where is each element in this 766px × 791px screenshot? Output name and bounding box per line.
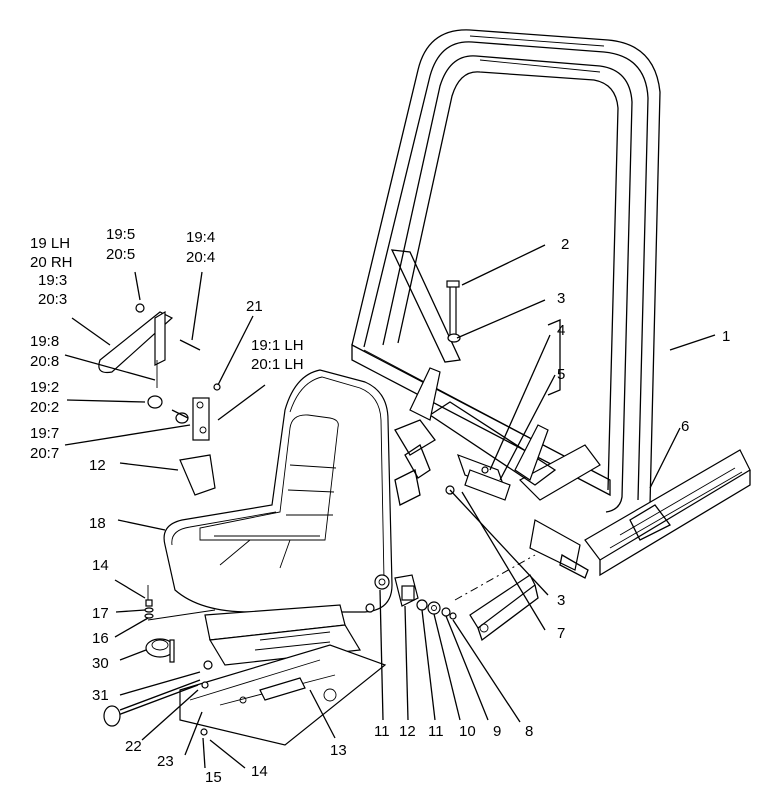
- callout-15: 15: [205, 769, 222, 786]
- callout-23: 23: [157, 753, 174, 770]
- callout-21: 21: [246, 298, 263, 315]
- callout-5: 5: [557, 366, 565, 383]
- callout-19-3: 19:3: [38, 272, 67, 289]
- callout-2: 2: [561, 236, 569, 253]
- callout-20-4: 20:4: [186, 249, 215, 266]
- callout-6: 6: [681, 418, 689, 435]
- callout-22: 22: [125, 738, 142, 755]
- callout-3-top: 3: [557, 290, 565, 307]
- callout-7: 7: [557, 625, 565, 642]
- callout-18: 18: [89, 515, 106, 532]
- leader-lines: [64, 244, 716, 769]
- seat: [163, 369, 393, 613]
- callout-17: 17: [92, 605, 109, 622]
- callout-9: 9: [493, 723, 501, 740]
- callout-20-3: 20:3: [38, 291, 67, 308]
- roll-bar: [351, 29, 661, 523]
- switch: [145, 638, 175, 663]
- hardware-stack: [144, 585, 216, 621]
- callout-20-5: 20:5: [106, 246, 135, 263]
- callout-8: 8: [525, 723, 533, 740]
- callout-20-8: 20:8: [30, 353, 59, 370]
- seat-pad: [179, 454, 216, 496]
- callout-13: 13: [330, 742, 347, 759]
- callout-labels: 1 2 3 4 5 6 3 7 11 12 11 10 9 8 13 14 17…: [30, 226, 730, 786]
- callout-1: 1: [722, 328, 730, 345]
- callout-10: 10: [459, 723, 476, 740]
- callout-19-4: 19:4: [186, 229, 215, 246]
- callout-19-2: 19:2: [30, 379, 59, 396]
- bolt: [446, 280, 460, 336]
- callout-16: 16: [92, 630, 109, 647]
- callout-19-7: 19:7: [30, 425, 59, 442]
- belt-bracket: [98, 303, 221, 441]
- callout-30: 30: [92, 655, 109, 672]
- callout-14-top: 14: [92, 557, 109, 574]
- callout-3-bottom: 3: [557, 592, 565, 609]
- callout-31: 31: [92, 687, 109, 704]
- callout-20-7: 20:7: [30, 445, 59, 462]
- washer: [447, 333, 461, 343]
- callout-14-bottom: 14: [251, 763, 268, 780]
- callout-11a: 11: [374, 723, 390, 740]
- callout-19-lh: 19 LH: [30, 235, 70, 252]
- callout-20-2: 20:2: [30, 399, 59, 416]
- pivot-bracket: [445, 453, 511, 501]
- callout-12a: 12: [89, 457, 106, 474]
- callout-20-rh: 20 RH: [30, 254, 73, 271]
- callout-4: 4: [557, 322, 565, 339]
- seat-slide: [179, 604, 387, 746]
- callout-12b: 12: [399, 723, 416, 740]
- washer-stack: [365, 574, 457, 620]
- callout-11b: 11: [428, 723, 444, 740]
- callout-19-5: 19:5: [106, 226, 135, 243]
- callout-19-1-lh: 19:1 LH: [251, 337, 304, 354]
- seat-handle: [103, 660, 213, 736]
- callout-20-1-lh: 20:1 LH: [251, 356, 304, 373]
- callout-19-8: 19:8: [30, 333, 59, 350]
- mounting-frame: [394, 367, 751, 642]
